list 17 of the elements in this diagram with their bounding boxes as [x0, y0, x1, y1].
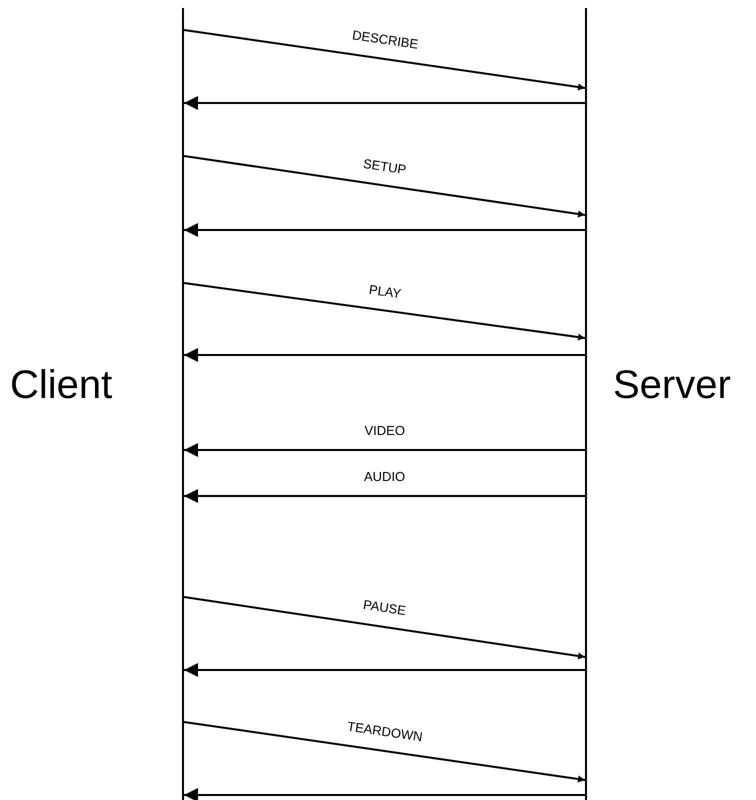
arrow [184, 29, 586, 90]
participant-name: Client [10, 363, 112, 408]
arrow [184, 96, 585, 110]
arrow [184, 788, 585, 800]
arrow [184, 721, 586, 782]
arrow [184, 663, 585, 677]
edge-label: VIDEO [362, 423, 407, 438]
arrow [184, 223, 585, 237]
edge-label: AUDIO [362, 469, 408, 484]
arrow [184, 596, 586, 660]
arrow [184, 155, 586, 218]
arrow [184, 348, 585, 362]
arrow [184, 282, 586, 341]
arrow [184, 443, 585, 457]
arrow [184, 489, 585, 503]
participant-name: Server [613, 363, 731, 408]
lifeline [10, 8, 184, 800]
